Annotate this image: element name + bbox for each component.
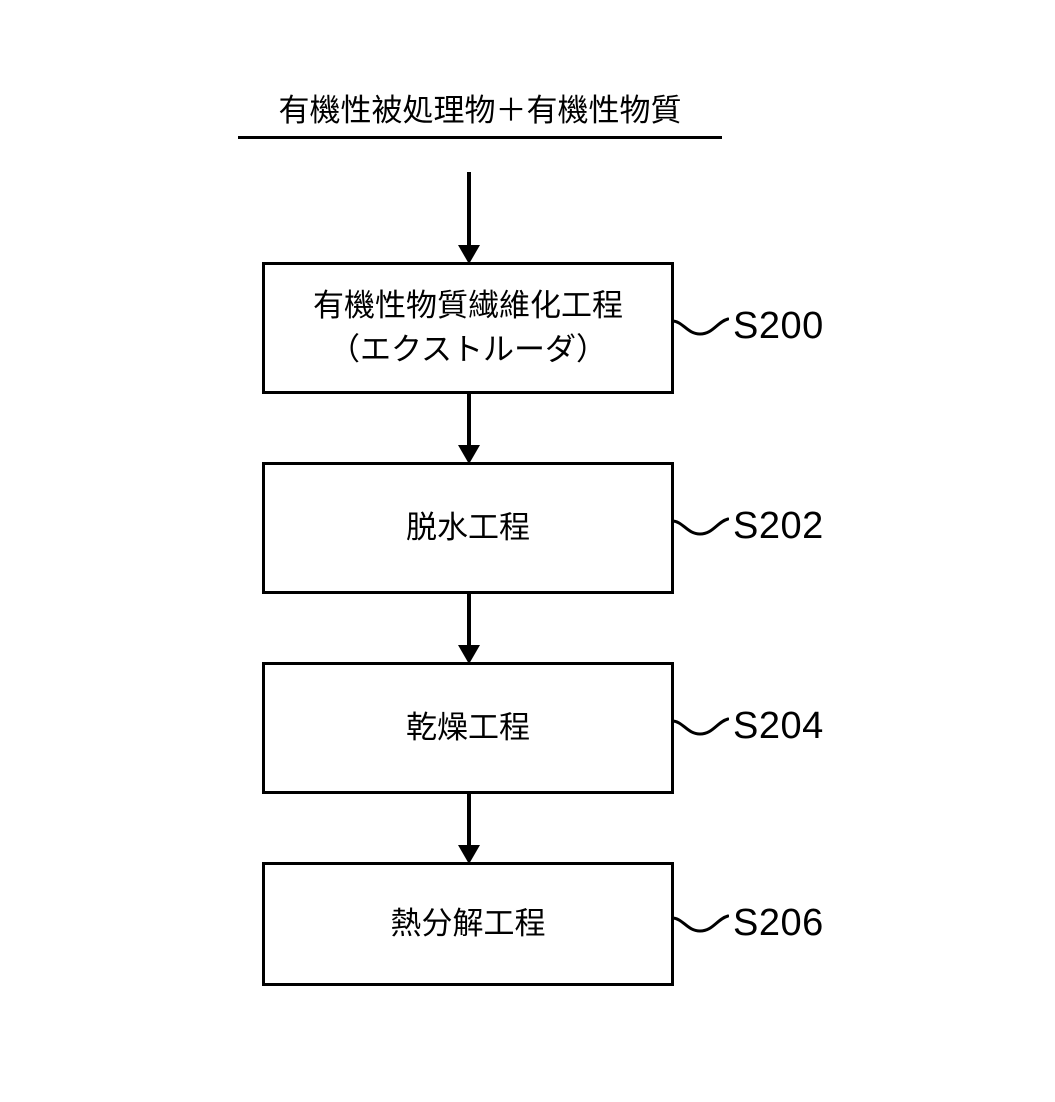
process-box-label: 脱水工程 [406, 510, 530, 545]
process-box-label: 乾燥工程 [406, 710, 530, 745]
input-material-header: 有機性被処理物＋有機性物質 [238, 92, 722, 139]
step-reference-s200: S200 [671, 300, 824, 352]
process-box-label: 有機性物質繊維化工程 （エクストルーダ） [313, 288, 623, 367]
step-reference-s204: S204 [671, 700, 824, 752]
step-reference-label: S200 [733, 305, 824, 347]
arrow-head-icon [458, 445, 480, 464]
leader-squiggle-icon [671, 717, 729, 736]
step-reference-s206: S206 [671, 897, 824, 949]
flow-arrow-step-1-to-step-2 [458, 394, 480, 464]
arrow-shaft [467, 794, 471, 846]
step-reference-label: S202 [733, 505, 824, 547]
process-box-step-4[interactable]: 熱分解工程 [262, 862, 674, 986]
arrow-shaft [467, 594, 471, 646]
arrow-head-icon [458, 245, 480, 264]
flow-arrow-step-3-to-step-4 [458, 794, 480, 864]
arrow-head-icon [458, 845, 480, 864]
step-reference-label: S204 [733, 705, 824, 747]
step-reference-s202: S202 [671, 500, 824, 552]
input-material-text: 有機性被処理物＋有機性物質 [278, 93, 682, 128]
process-box-step-2[interactable]: 脱水工程 [262, 462, 674, 594]
arrow-head-icon [458, 645, 480, 664]
flow-arrow-step-2-to-step-3 [458, 594, 480, 664]
arrow-shaft [467, 394, 471, 446]
leader-squiggle-icon [671, 317, 729, 336]
step-reference-label: S206 [733, 902, 824, 944]
leader-squiggle-icon [671, 517, 729, 536]
process-box-step-3[interactable]: 乾燥工程 [262, 662, 674, 794]
header-underline [238, 136, 722, 139]
process-box-step-1[interactable]: 有機性物質繊維化工程 （エクストルーダ） [262, 262, 674, 394]
leader-squiggle-icon [671, 914, 729, 933]
flow-arrow-header-to-step-1 [458, 172, 480, 264]
process-box-label: 熱分解工程 [390, 906, 546, 941]
arrow-shaft [467, 172, 471, 246]
